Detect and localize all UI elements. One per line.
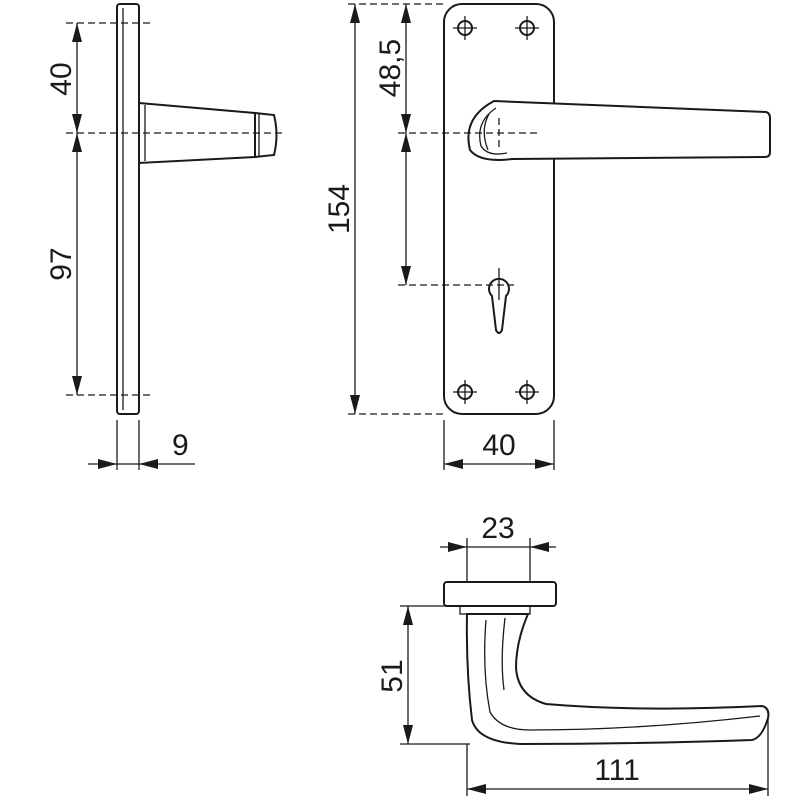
side-lever-cap: [254, 111, 278, 159]
top-rose: [443, 581, 557, 607]
dim-label-rose-width: 23: [481, 512, 514, 545]
side-backplate: [116, 3, 140, 415]
dim-label-handle-offset: 48,5: [374, 39, 407, 97]
front-view: 154 48,5 40: [323, 3, 771, 470]
screw-hole-top-right: [515, 16, 539, 40]
dim-label-overall-height: 154: [323, 184, 356, 234]
dim-label-plate-width: 40: [482, 429, 515, 462]
dim-label-thickness: 9: [172, 429, 189, 462]
dim-label-lever-height: 51: [376, 659, 409, 692]
dim-label-lever-length: 111: [594, 754, 640, 787]
screw-hole-bottom-right: [515, 380, 539, 404]
screw-hole-top-left: [453, 16, 477, 40]
dim-label-side-lower: 97: [45, 247, 78, 280]
top-lever: [465, 613, 770, 746]
front-lever: [467, 99, 771, 161]
top-view: 23 51 111: [376, 512, 770, 796]
side-view: 40 97 9: [45, 3, 282, 470]
dim-label-side-upper: 40: [45, 62, 78, 95]
screw-hole-bottom-left: [453, 380, 477, 404]
front-backplate: [443, 3, 555, 415]
